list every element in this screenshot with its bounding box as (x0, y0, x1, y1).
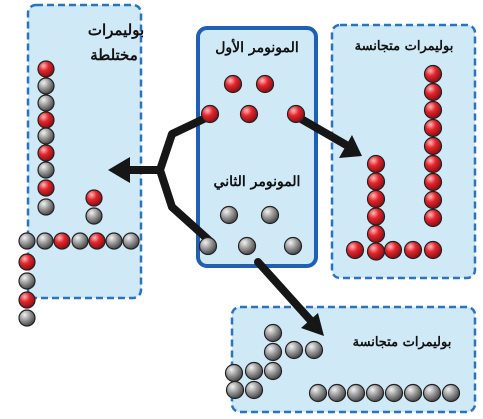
gray-monomer-bead (122, 232, 140, 250)
homopolymer-top-label: بوليمرات متجانسة (355, 39, 454, 54)
red-monomer-bead (200, 104, 220, 124)
gray-monomer-bead (18, 272, 36, 290)
gray-monomer-bead (244, 380, 264, 400)
gray-monomer-bead (384, 383, 404, 403)
red-monomer-bead (366, 154, 386, 174)
gray-monomer-bead (327, 383, 347, 403)
mixed-polymer-label-line2: مختلطة (90, 46, 138, 64)
red-monomer-bead (423, 64, 443, 84)
red-monomer-bead (239, 104, 259, 124)
gray-monomer-bead (219, 205, 239, 225)
gray-monomer-bead (237, 236, 257, 256)
red-monomer-bead (85, 189, 103, 207)
red-monomer-bead (37, 60, 55, 78)
red-monomer-bead (423, 240, 443, 260)
mixed-polymer-label-line1: بوليمرات (88, 21, 144, 39)
red-monomer-bead (366, 242, 386, 261)
gray-monomer-bead (85, 207, 103, 225)
red-monomer-bead (53, 232, 71, 250)
red-monomer-bead (37, 144, 55, 162)
arrow-head-left-icon (108, 157, 130, 183)
red-monomer-bead (383, 240, 403, 260)
gray-monomer-bead (18, 309, 36, 327)
red-monomer-bead (286, 104, 306, 124)
second-monomer-label: المونومر الثاني (214, 174, 301, 190)
gray-monomer-bead (346, 383, 366, 403)
red-monomer-bead (423, 190, 443, 210)
mixed-polymer-panel (26, 3, 143, 300)
red-monomer-bead (423, 118, 443, 138)
gray-monomer-bead (37, 161, 55, 179)
red-monomer-bead (423, 154, 443, 174)
gray-monomer-bead (37, 94, 55, 112)
homopolymer-bottom-label: بوليمرات متجانسة (353, 335, 452, 350)
red-monomer-bead (366, 224, 386, 244)
gray-monomer-bead (403, 383, 423, 403)
gray-monomer-bead (365, 383, 385, 403)
gray-monomer-bead (37, 198, 55, 216)
red-monomer-bead (37, 111, 55, 129)
gray-monomer-bead (71, 232, 89, 250)
red-monomer-bead (223, 74, 243, 94)
gray-monomer-bead (263, 342, 283, 362)
arrow-head-right-icon (339, 135, 362, 158)
monomers-panel (196, 26, 318, 268)
red-monomer-bead (423, 208, 443, 228)
red-monomer-bead (37, 179, 55, 197)
gray-monomer-bead (308, 383, 328, 403)
red-monomer-bead (423, 136, 443, 156)
first-monomer-label: المونومر الأول (215, 38, 299, 56)
red-monomer-bead (366, 172, 386, 191)
gray-monomer-bead (304, 340, 324, 360)
red-monomer-bead (423, 100, 443, 120)
gray-monomer-bead (105, 232, 123, 250)
gray-monomer-bead (284, 340, 304, 360)
homopolymer-red-chain (345, 64, 443, 261)
gray-monomer-bead (244, 361, 264, 381)
gray-monomer-bead (422, 383, 442, 403)
gray-monomer-bead (225, 380, 245, 400)
gray-monomer-bead (37, 77, 55, 95)
gray-monomer-bead (283, 236, 303, 256)
gray-monomer-bead (260, 205, 280, 225)
homopolymer-gray-chain (224, 323, 461, 403)
mixed-polymer-chain (18, 60, 140, 327)
red-monomer-bead (18, 291, 36, 309)
red-monomer-bead (366, 189, 386, 209)
arrow-head-down-icon (301, 313, 324, 336)
arrow-to-homo-bottom-shaft (254, 258, 316, 326)
arrow-heads (108, 135, 362, 336)
arrow-to-homo-top-shaft (292, 112, 352, 150)
red-monomer-bead (366, 207, 386, 226)
gray-monomer-bead (224, 363, 244, 383)
red-monomer-bead (423, 82, 443, 102)
gray-monomer-bead (37, 127, 55, 145)
red-monomer-bead (18, 253, 36, 271)
red-monomer-bead (88, 232, 106, 250)
gray-monomer-bead (263, 361, 283, 381)
monomer-beads (198, 74, 306, 256)
red-monomer-bead (403, 240, 423, 260)
red-monomer-bead (345, 240, 365, 260)
gray-monomer-bead (263, 323, 283, 343)
gray-monomer-bead (441, 383, 461, 403)
gray-monomer-bead (198, 236, 218, 256)
gray-monomer-bead (18, 232, 36, 250)
red-monomer-bead (255, 74, 275, 94)
gray-monomer-bead (36, 232, 54, 250)
red-monomer-bead (423, 172, 443, 192)
reaction-arrows (122, 112, 352, 326)
